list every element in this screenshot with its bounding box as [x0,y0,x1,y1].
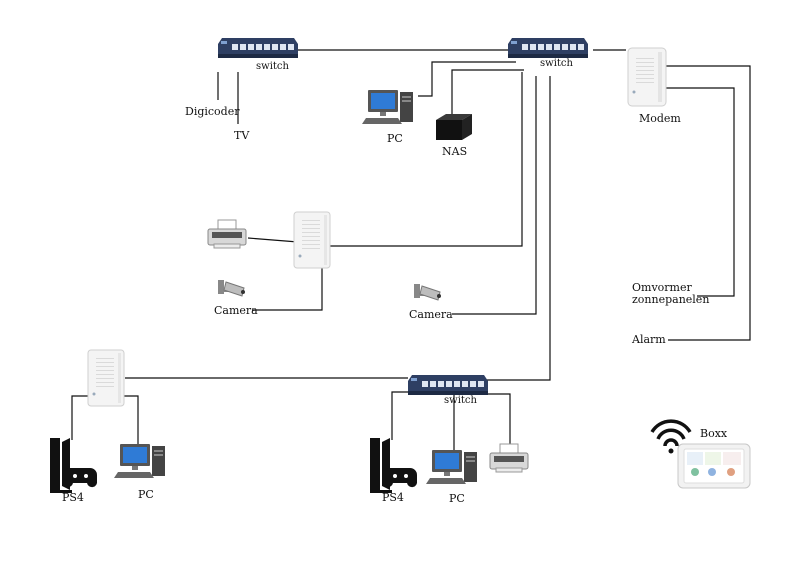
switch-top-left: switch [218,38,298,72]
printer-icon [489,443,529,473]
alarm-label: Alarm [631,333,666,346]
pc-bottom-left: PC [114,444,165,501]
omvormer-label-line1: Omvormer [632,281,692,294]
camera-left: Camera [214,279,258,317]
pc-bottom-right: PC [426,450,477,505]
ps4-right: PS4 [370,438,418,504]
ps4-label: PS4 [382,491,404,504]
modem: Modem [627,47,681,125]
boxx: Boxx [650,419,751,489]
access-point-middle [293,211,331,269]
game-console-icon [50,438,98,493]
access-point-bottom-left [87,349,125,407]
switch-label: switch [540,58,574,69]
desktop-pc-icon [426,450,477,484]
switch-label: switch [256,61,290,72]
desktop-pc-icon [362,90,413,124]
game-console-icon [370,438,418,493]
modem-label: Modem [639,112,681,125]
security-camera-icon [217,279,246,297]
tv-label: TV [234,129,250,142]
nas: NAS [436,114,472,158]
pc-top: PC [362,90,413,145]
nas-label: NAS [442,145,467,158]
pc-label: PC [449,492,465,505]
smart-home-display-icon [677,443,751,489]
boxx-label: Boxx [700,427,728,440]
camera-label: Camera [214,304,258,317]
desktop-pc-icon [114,444,165,478]
switch-label: switch [444,395,478,406]
pc-label: PC [387,132,403,145]
nas-icon [436,114,472,140]
switch-icon [508,38,588,58]
camera-middle: Camera [409,283,453,321]
wifi-icon [650,419,692,454]
switch-top-right: switch [508,38,588,69]
wires [71,49,751,450]
ps4-left: PS4 [50,438,98,504]
digicoder-label: Digicoder [185,105,240,118]
ps4-label: PS4 [62,491,84,504]
printer-icon [207,219,247,249]
omvormer-label-line2: zonnepanelen [632,293,709,306]
switch-bottom: switch [408,375,488,406]
switch-icon [218,38,298,58]
security-camera-icon [413,283,442,301]
camera-label: Camera [409,308,453,321]
switch-icon [408,375,488,395]
pc-label: PC [138,488,154,501]
